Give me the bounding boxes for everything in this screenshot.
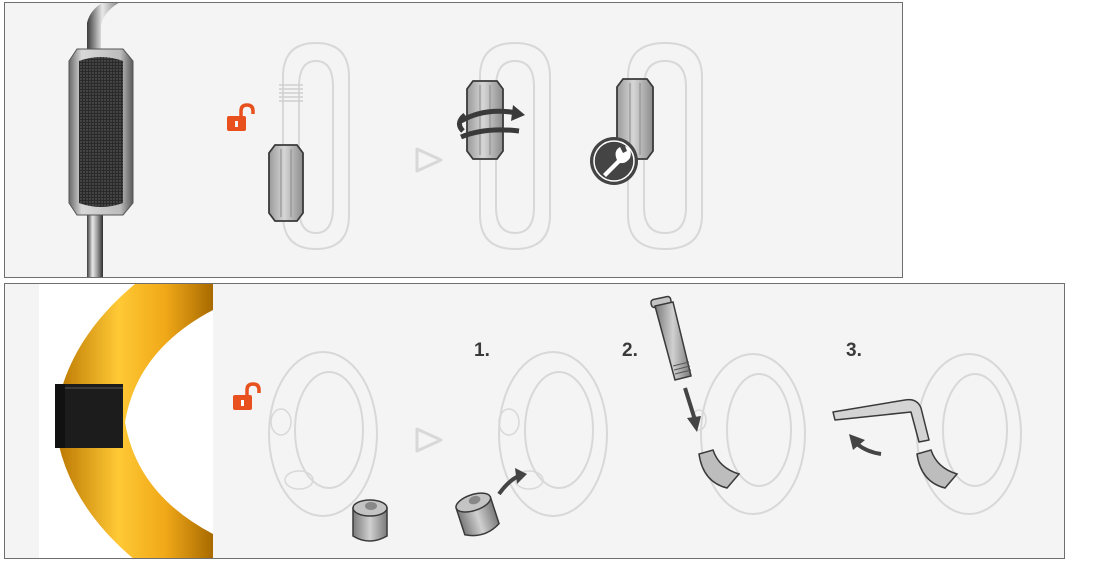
ring-instruction-panel: 1. 2. 3. bbox=[4, 283, 1065, 559]
play-arrow-icon bbox=[415, 427, 443, 453]
ring-outline-step-3 bbox=[832, 353, 1022, 515]
padlock-open-icon bbox=[233, 382, 261, 410]
step-label-1: 1. bbox=[474, 340, 490, 361]
wrench-icon bbox=[590, 137, 638, 185]
padlock-open-icon bbox=[227, 103, 255, 131]
quick-link-illustration bbox=[68, 3, 703, 277]
quick-link-instruction-panel bbox=[4, 2, 903, 278]
arrow-icon bbox=[849, 434, 882, 456]
ring-outline-step-1 bbox=[455, 351, 608, 537]
ring-illustration bbox=[39, 284, 1022, 558]
quick-link-closed-outline bbox=[616, 41, 703, 251]
ring-outline-open bbox=[268, 351, 388, 542]
steel-quick-link-photo bbox=[68, 3, 134, 277]
arrow-icon bbox=[683, 387, 701, 432]
quick-link-open-outline bbox=[268, 41, 350, 251]
lock-barrel-shape bbox=[455, 492, 500, 537]
lock-barrel-shape bbox=[352, 499, 388, 542]
ring-outline-step-2 bbox=[650, 295, 806, 515]
rotate-arrows-icon bbox=[457, 105, 525, 140]
allen-key-icon bbox=[832, 398, 930, 443]
arrow-icon bbox=[497, 468, 527, 496]
aluminium-ring-photo bbox=[39, 284, 213, 558]
pin-bolt-shape bbox=[650, 295, 692, 381]
quick-link-rotate-outline bbox=[466, 41, 551, 251]
step-label-2: 2. bbox=[622, 340, 638, 361]
play-arrow-icon bbox=[415, 147, 443, 173]
step-label-3: 3. bbox=[846, 340, 862, 361]
